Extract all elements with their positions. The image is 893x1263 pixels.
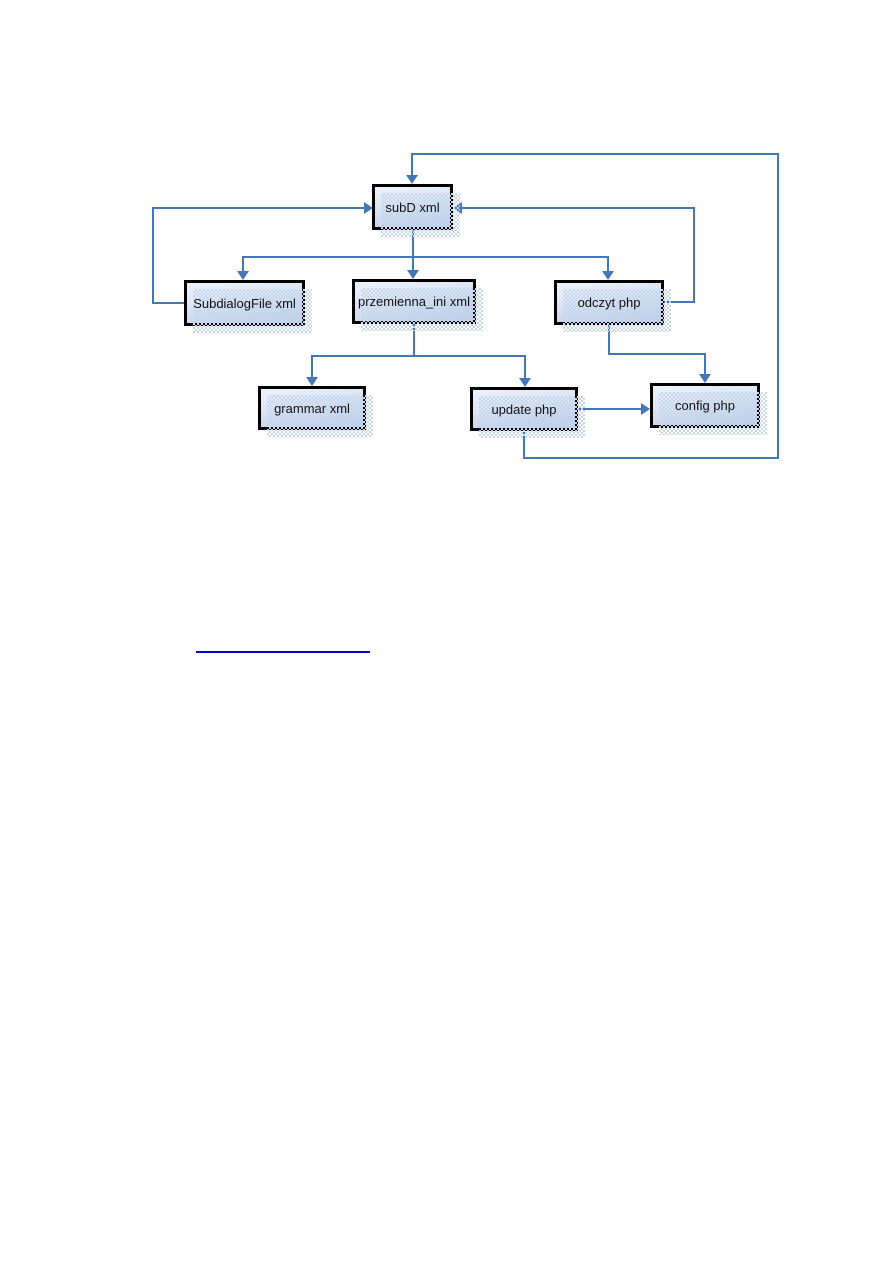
node-label-grammar: grammar xml: [274, 400, 350, 416]
arrowhead-into-config-top: [699, 374, 711, 383]
flowchart-node-config: config php: [650, 383, 767, 435]
arrowhead-into-odczyt-top: [602, 271, 614, 280]
connector-subd-branch: [242, 256, 609, 258]
connector-subd-to-odczyt: [607, 256, 609, 272]
flowchart-node-przemienna-ini: przemienna_ini xml: [352, 279, 483, 331]
connector-subdialogfile-to-subd: [152, 207, 364, 209]
flowchart-node-subd: subD xml: [372, 184, 460, 237]
connector-przemienna-to-grammar: [311, 355, 313, 378]
connector-subdialogfile-to-subd: [153, 302, 186, 304]
flowchart-node-odczyt: odczyt php: [554, 280, 671, 332]
flowchart-node-subdialogfile: SubdialogFile xml: [184, 280, 312, 333]
connector-update-to-subd: [411, 153, 779, 155]
arrowhead-into-przemienna-top: [407, 270, 419, 279]
connector-odczyt-to-subd: [693, 207, 695, 303]
arrowhead-into-subd-left: [364, 202, 373, 214]
node-label-odczyt: odczyt php: [577, 295, 641, 310]
connector-przemienna-stem: [413, 324, 415, 356]
footnote-separator-rule: [196, 651, 370, 653]
connector-subd-to-subdialogfile: [242, 256, 244, 272]
connector-odczyt-to-config: [704, 353, 706, 375]
flowchart-node-grammar: grammar xml: [258, 386, 373, 437]
connector-update-to-subd: [411, 153, 413, 176]
connector-odczyt-to-subd: [462, 207, 695, 209]
connector-subdialogfile-to-subd: [152, 207, 154, 304]
node-label-przemienna-ini: przemienna_ini xml: [358, 294, 470, 309]
node-label-config: config php: [675, 398, 735, 413]
connector-przemienna-branch: [311, 355, 526, 357]
connector-przemienna-to-update: [524, 355, 526, 379]
connector-update-to-config: [578, 408, 642, 410]
connector-update-to-subd: [777, 153, 779, 459]
node-label-update: update php: [491, 401, 557, 417]
node-label-subd: subD xml: [385, 199, 440, 215]
connector-odczyt-to-subd: [664, 301, 694, 303]
node-label-subdialogfile: SubdialogFile xml: [193, 295, 296, 311]
connector-update-to-subd: [523, 431, 525, 458]
flowchart-node-update: update php: [470, 387, 585, 438]
connector-update-to-subd: [523, 457, 779, 459]
arrowhead-into-subdialogfile-top: [237, 271, 249, 280]
connector-odczyt-to-config: [608, 325, 610, 354]
arrowhead-into-grammar-top: [306, 377, 318, 386]
connector-odczyt-to-config: [608, 353, 706, 355]
arrowhead-into-subd-top: [406, 175, 418, 184]
connector-subd-to-przemienna: [412, 230, 414, 272]
arrowhead-into-config-left: [641, 403, 650, 415]
arrowhead-into-update-top: [519, 378, 531, 387]
